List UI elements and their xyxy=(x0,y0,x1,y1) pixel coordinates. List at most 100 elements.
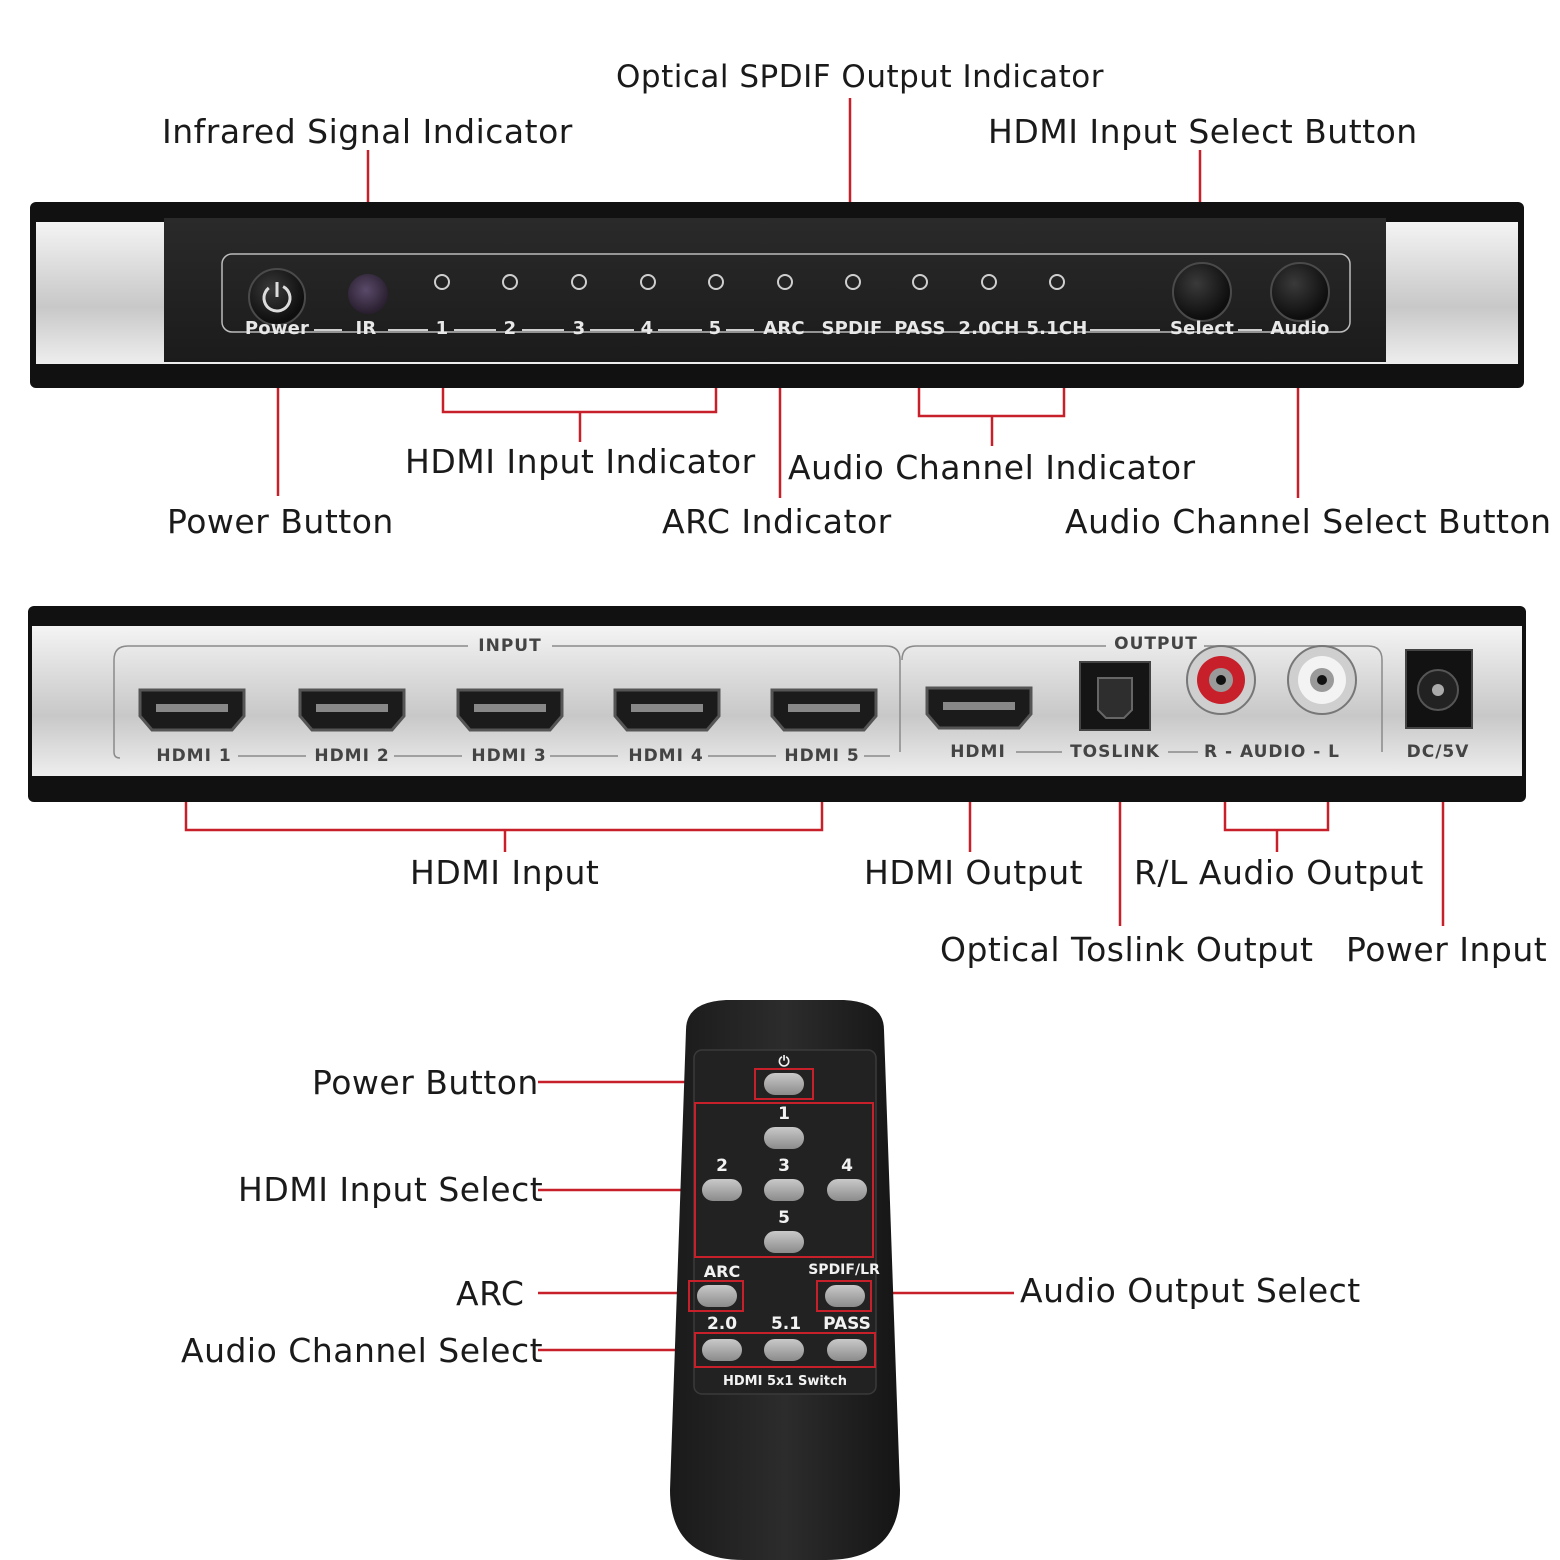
label-spdif: SPDIF xyxy=(821,318,883,339)
label-dc: DC/5V xyxy=(1406,742,1470,762)
led-input-3 xyxy=(571,274,587,290)
label-1: 1 xyxy=(435,318,449,339)
toslink-port-shape xyxy=(1079,661,1151,731)
led-input-2 xyxy=(502,274,518,290)
callout-remote-input-select: HDMI Input Select xyxy=(238,1170,544,1209)
label-hdmi3: HDMI 3 xyxy=(471,746,547,766)
remote-label-4: 4 xyxy=(841,1156,853,1176)
label-toslink: TOSLINK xyxy=(1070,742,1160,762)
label-ir: IR xyxy=(355,318,377,339)
callout-input-select-button: HDMI Input Select Button xyxy=(988,112,1418,151)
remote-arc-button[interactable] xyxy=(696,1284,738,1308)
label-arc: ARC xyxy=(763,318,805,339)
remote-input-4-button[interactable] xyxy=(826,1178,868,1202)
power-icon xyxy=(262,282,292,313)
remote-input-highlight xyxy=(694,1102,874,1258)
hdmi-in-3-port[interactable] xyxy=(456,688,564,732)
remote-pass-button[interactable] xyxy=(826,1338,868,1362)
remote-power-button[interactable] xyxy=(763,1072,805,1096)
remote-control: ⏻ 1 2 3 4 5 ARC SPDIF/LR 2.0 5.1 PASS HD… xyxy=(666,990,904,1560)
remote-label-51ch: 5.1 xyxy=(770,1314,802,1334)
remote-label-3: 3 xyxy=(778,1156,790,1176)
led-input-5 xyxy=(708,274,724,290)
dc-jack[interactable] xyxy=(1406,650,1472,728)
remote-model-label: HDMI 5x1 Switch xyxy=(723,1374,847,1389)
rear-panel: INPUT OUTPUT HDMI 1 HDMI 2 HDMI 3 HDMI 4… xyxy=(28,606,1526,802)
remote-input-5-button[interactable] xyxy=(763,1230,805,1254)
remote-spdif-button[interactable] xyxy=(824,1284,866,1308)
label-hdmi1: HDMI 1 xyxy=(156,746,232,766)
remote-input-2-button[interactable] xyxy=(701,1178,743,1202)
hdmi-out-port[interactable] xyxy=(925,686,1033,730)
ir-sensor xyxy=(348,274,388,314)
callout-rl-audio: R/L Audio Output xyxy=(1134,853,1424,892)
hdmi-in-2-port[interactable] xyxy=(298,688,406,732)
callout-toslink-output: Optical Toslink Output xyxy=(940,930,1314,969)
remote-arc-highlight xyxy=(688,1280,744,1312)
select-button[interactable] xyxy=(1172,262,1232,322)
remote-input-1-button[interactable] xyxy=(763,1126,805,1150)
callout-hdmi-input-indicator: HDMI Input Indicator xyxy=(405,442,756,481)
label-51ch: 5.1CH xyxy=(1026,318,1088,339)
remote-label-2: 2 xyxy=(716,1156,728,1176)
led-arc xyxy=(777,274,793,290)
remote-input-3-button[interactable] xyxy=(763,1178,805,1202)
hdmi-in-5-port[interactable] xyxy=(770,688,878,732)
label-4: 4 xyxy=(640,318,654,339)
dc-jack-shape xyxy=(1405,649,1473,729)
remote-power-symbol: ⏻ xyxy=(778,1054,790,1070)
callout-hdmi-output: HDMI Output xyxy=(864,853,1084,892)
callout-audio-select-button: Audio Channel Select Button xyxy=(1065,502,1552,541)
callout-power-input: Power Input xyxy=(1346,930,1548,969)
remote-2ch-button[interactable] xyxy=(701,1338,743,1362)
rca-white-jack[interactable] xyxy=(1288,646,1356,714)
led-input-1 xyxy=(434,274,450,290)
remote-label-5: 5 xyxy=(778,1208,790,1228)
remote-channel-highlight xyxy=(694,1332,876,1368)
remote-label-2ch: 2.0 xyxy=(706,1314,738,1334)
callout-hdmi-input: HDMI Input xyxy=(410,853,600,892)
label-power: Power xyxy=(244,318,310,339)
rca-red-shape xyxy=(1186,645,1256,715)
label-5: 5 xyxy=(708,318,722,339)
hdmi-in-1-port[interactable] xyxy=(138,688,246,732)
remote-51ch-button[interactable] xyxy=(763,1338,805,1362)
label-select: Select xyxy=(1169,318,1235,339)
label-hdmi2: HDMI 2 xyxy=(314,746,390,766)
callout-ir-indicator: Infrared Signal Indicator xyxy=(162,112,573,151)
remote-label-spdif: SPDIF/LR xyxy=(808,1262,880,1278)
remote-label-1: 1 xyxy=(778,1104,790,1124)
remote-power-highlight xyxy=(754,1068,814,1100)
led-pass xyxy=(912,274,928,290)
label-audio-rl: R - AUDIO - L xyxy=(1203,742,1341,762)
power-button[interactable] xyxy=(248,268,306,326)
led-input-4 xyxy=(640,274,656,290)
rca-white-shape xyxy=(1287,645,1357,715)
led-2ch xyxy=(981,274,997,290)
remote-label-pass: PASS xyxy=(823,1314,871,1334)
hdmi-in-4-port[interactable] xyxy=(613,688,721,732)
led-spdif xyxy=(845,274,861,290)
callout-spdif-indicator: Optical SPDIF Output Indicator xyxy=(616,59,1104,95)
label-input-group: INPUT xyxy=(478,636,542,656)
callout-remote-arc: ARC xyxy=(456,1274,525,1313)
callout-arc-indicator: ARC Indicator xyxy=(662,502,892,541)
label-pass: PASS xyxy=(894,318,946,339)
callout-remote-channel-select: Audio Channel Select xyxy=(181,1331,544,1370)
label-3: 3 xyxy=(572,318,586,339)
toslink-port[interactable] xyxy=(1080,662,1150,730)
callout-remote-power: Power Button xyxy=(312,1063,539,1102)
label-hdmi-out: HDMI xyxy=(950,742,1006,762)
label-audio: Audio xyxy=(1270,318,1330,339)
label-2: 2 xyxy=(503,318,517,339)
callout-remote-output-select: Audio Output Select xyxy=(1020,1271,1361,1310)
callout-audio-channel-indicator: Audio Channel Indicator xyxy=(788,448,1196,487)
led-51ch xyxy=(1049,274,1065,290)
hdmi-port-shapes xyxy=(138,686,1033,732)
audio-button[interactable] xyxy=(1270,262,1330,322)
callout-power-button: Power Button xyxy=(167,502,394,541)
label-output-group: OUTPUT xyxy=(1114,634,1198,654)
rca-red-jack[interactable] xyxy=(1187,646,1255,714)
label-hdmi4: HDMI 4 xyxy=(628,746,704,766)
